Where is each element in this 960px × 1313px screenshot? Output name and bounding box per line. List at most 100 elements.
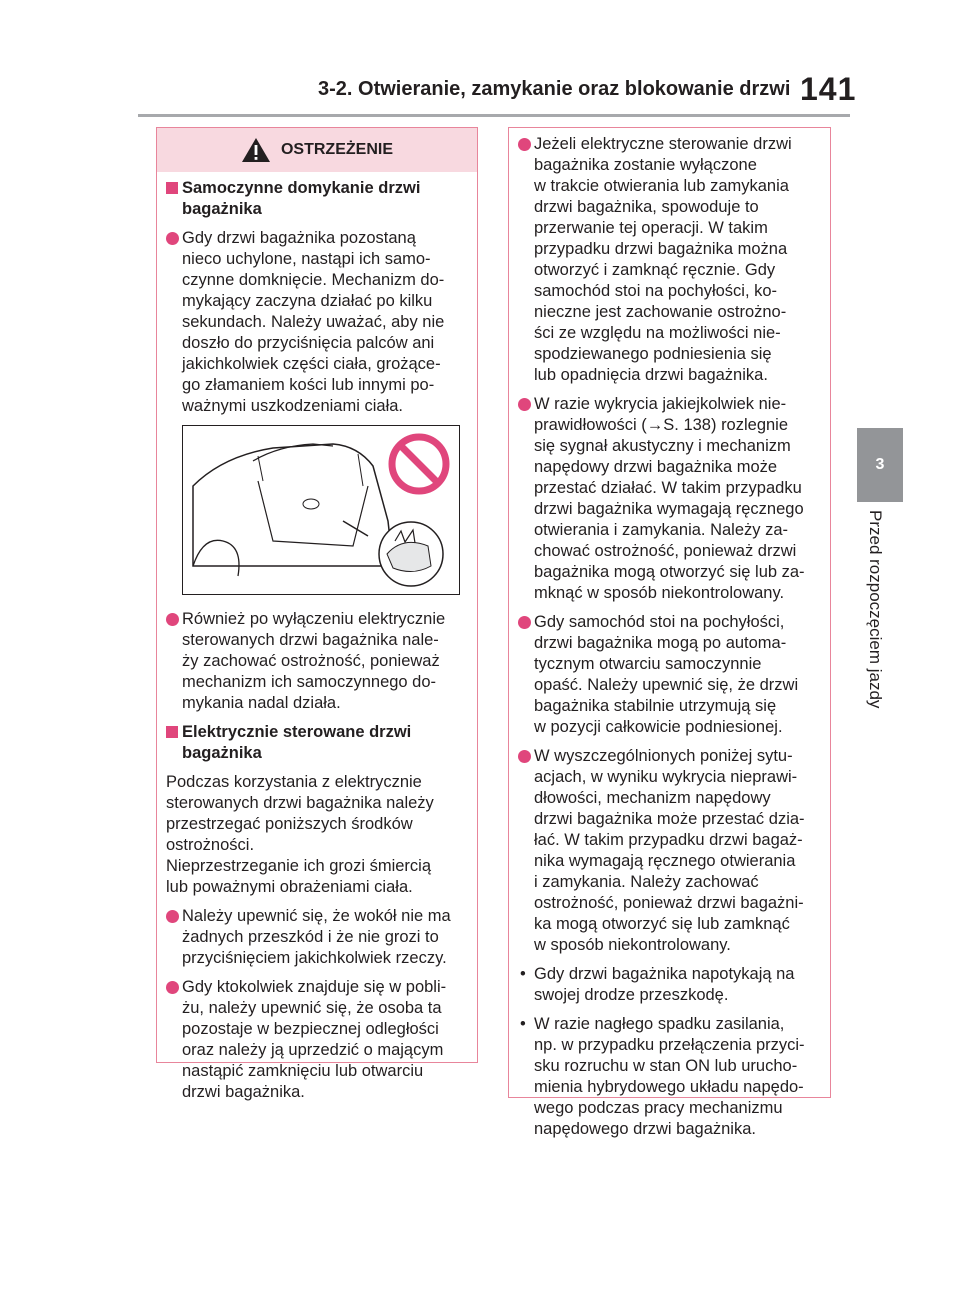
warning-triangle-icon [241,138,270,162]
text-line: i zamykania. Należy zachować [534,873,759,891]
round-bullet-icon [518,616,531,629]
warning-box-continued: Jeżeli elektryczne sterowanie drzwi baga… [508,127,831,1138]
text-line: Elektrycznie sterowane drzwi [182,723,412,741]
warning-heading: OSTRZEŻENIE [280,141,393,158]
page-reference-link[interactable]: prawidłowości (→S. 138) rozlegnie [534,416,789,434]
section-title-power-door: Elektrycznie sterowane drzwi bagażnika [166,722,468,764]
text-line: chować ostrożność, ponieważ drzwi [534,542,797,560]
right-item-2: W razie wykrycia jakiejkolwiek nie- praw… [518,394,824,604]
text-line: przerwanie tej operacji. W takim [534,219,768,237]
text-line: się sygnał akustyczny i mechanizm [534,437,791,455]
text-line: nastąpić zamknięciu lub otwarciu [182,1062,424,1080]
page-number: 141 [800,71,857,107]
text-line: łać. W takim przypadku drzwi bagaż- [534,831,803,849]
text-line: W razie nagłego spadku zasilania, [534,1015,785,1033]
text-line: lub opadnięcia drzwi bagażnika. [534,366,768,384]
text-line: otwierania i zamykania. Należy za- [534,521,789,539]
text-line: przypadku drzwi bagażnika można [534,240,788,258]
chapter-tab: 3 [857,428,903,502]
text-line: acjach, w wyniku wykrycia nieprawi- [534,768,798,786]
tailgate-pinch-illustration [182,425,460,595]
text-line: sku rozruchu w stan ON lub urucho- [534,1057,798,1075]
text-line: czynne domknięcie. Mechanizm do- [182,271,445,289]
text-line: Jeżeli elektryczne sterowanie drzwi [534,135,792,153]
text-line: ka mogą otworzyć się lub zamknąć [534,915,790,933]
round-bullet-icon [518,398,531,411]
text-line: żadnych przeszkód i że nie grozi to [182,928,439,946]
text-line: W wyszczególnionych poniżej sytu- [534,747,793,765]
section-title-auto-close: Samoczynne domykanie drzwi bagażnika [166,178,468,220]
round-bullet-icon [166,981,179,994]
text-line: w trakcie otwierania lub zamykania [534,177,789,195]
text-line: Podczas korzystania z elektrycznie [166,773,422,791]
text-line: bagażnika [182,744,262,762]
text-line: nika wymagają ręcznego otwierania [534,852,796,870]
right-item-1: Jeżeli elektryczne sterowanie drzwi baga… [518,134,824,386]
text-line: ostrożności. [166,836,255,854]
text-line: samochód stoi na pochyłości, ko- [534,282,778,300]
chapter-label: Przed rozpoczęciem jazdy [866,510,885,709]
text-line: mknąć w sposób niekontrolowany. [534,584,785,602]
text-line: tycznym otwarciu samoczynnie [534,655,762,673]
text-line: w pozycji całkowicie podniesionej. [534,718,783,736]
header-title: 3-2. Otwieranie, zamykanie oraz blokowan… [318,78,791,100]
square-bullet-icon [166,182,178,194]
text-line: wego podczas pracy mechanizmu [534,1099,783,1117]
text-line: napędowego drzwi bagażnika. [534,1120,756,1138]
right-item-3: Gdy samochód stoi na pochyłości, drzwi b… [518,612,824,738]
text-line: sekundach. Należy uważać, aby nie [182,313,445,331]
text-line: jakichkolwiek części ciała, grożące- [182,355,441,373]
prohibition-icon [388,433,450,495]
text-line: przestrzegać poniższych środków [166,815,413,833]
text-line: Gdy drzwi bagażnika napotykają na [534,965,795,983]
warning-body: Samoczynne domykanie drzwi bagażnika Gdy… [157,172,477,1103]
text-line: nieco uchylone, nastąpi ich samo- [182,250,431,268]
text-line: W razie wykrycia jakiejkolwiek nie- [534,395,787,413]
text-line: np. w przypadku przełączenia przyci- [534,1036,805,1054]
square-bullet-icon [166,726,178,738]
text-line: drzwi bagażnika. [182,1083,305,1101]
round-bullet-icon [518,138,531,151]
text-line: bagażnika mogą otworzyć się lub za- [534,563,805,581]
right-item-4: W wyszczególnionych poniżej sytu- acjach… [518,746,824,956]
text-line: napędowy drzwi bagażnika może [534,458,778,476]
text-line: lub poważnymi obrażeniami ciała. [166,878,413,896]
round-bullet-icon [518,750,531,763]
text-line: nieczne jest zachowanie ostrożno- [534,303,787,321]
warning-item-1: Gdy drzwi bagażnika pozostaną nieco uchy… [166,228,468,417]
text-line: drzwi bagażnika wymagają ręcznego [534,500,804,518]
car-rear-tailgate-icon [192,443,444,587]
text-line: ży zachować ostrożność, ponieważ [182,652,440,670]
text-line: mykania nadal działa. [182,694,341,712]
text-line: otworzyć i zamknąć ręcznie. Gdy [534,261,776,279]
warning-intro: Podczas korzystania z elektrycznie stero… [166,772,468,898]
text-line: bagażnika stabilnie utrzymują się [534,697,777,715]
text-line: mechanizm ich samoczynnego do- [182,673,437,691]
text-line: Gdy samochód stoi na pochyłości, [534,613,785,631]
text-line: mienia hybrydowego układu napędo- [534,1078,804,1096]
round-bullet-icon [166,613,179,626]
text-line: pozostaje w bezpiecznej odległości [182,1020,439,1038]
warning-item-3: Należy upewnić się, że wokół nie ma żadn… [166,906,468,969]
text-line: Gdy ktokolwiek znajduje się w pobli- [182,978,447,996]
warning-item-4: Gdy ktokolwiek znajduje się w pobli- żu,… [166,977,468,1103]
text-line: Również po wyłączeniu elektrycznie [182,610,446,628]
warning-box: OSTRZEŻENIE Samoczynne domykanie drzwi b… [156,127,478,1101]
text-line: Należy upewnić się, że wokół nie ma [182,907,451,925]
text-line: sterowanych drzwi bagażnika należy [166,794,434,812]
text-line: przyciśnięciem jakichkolwiek rzeczy. [182,949,447,967]
text-line: doszło do przyciśnięcia palców ani [182,334,435,352]
bullet-mark: • [520,965,526,983]
round-bullet-icon [166,232,179,245]
warning-item-2: Również po wyłączeniu elektrycznie stero… [166,609,468,714]
text-line: oraz należy ją uprzedzić o mającym [182,1041,444,1059]
text-line: przestać działać. W takim przypadku [534,479,802,497]
text-line: swojej drodze przeszkodę. [534,986,729,1004]
text-line: Samoczynne domykanie drzwi [182,179,421,197]
warning-header: OSTRZEŻENIE [157,128,477,172]
text-line: bagażnika zostanie wyłączone [534,156,757,174]
text-line: Nieprzestrzeganie ich grozi śmiercią [166,857,432,875]
round-bullet-icon [166,910,179,923]
text-line: drzwi bagażnika mogą po automa- [534,634,787,652]
text-line: sterowanych drzwi bagażnika nale- [182,631,439,649]
